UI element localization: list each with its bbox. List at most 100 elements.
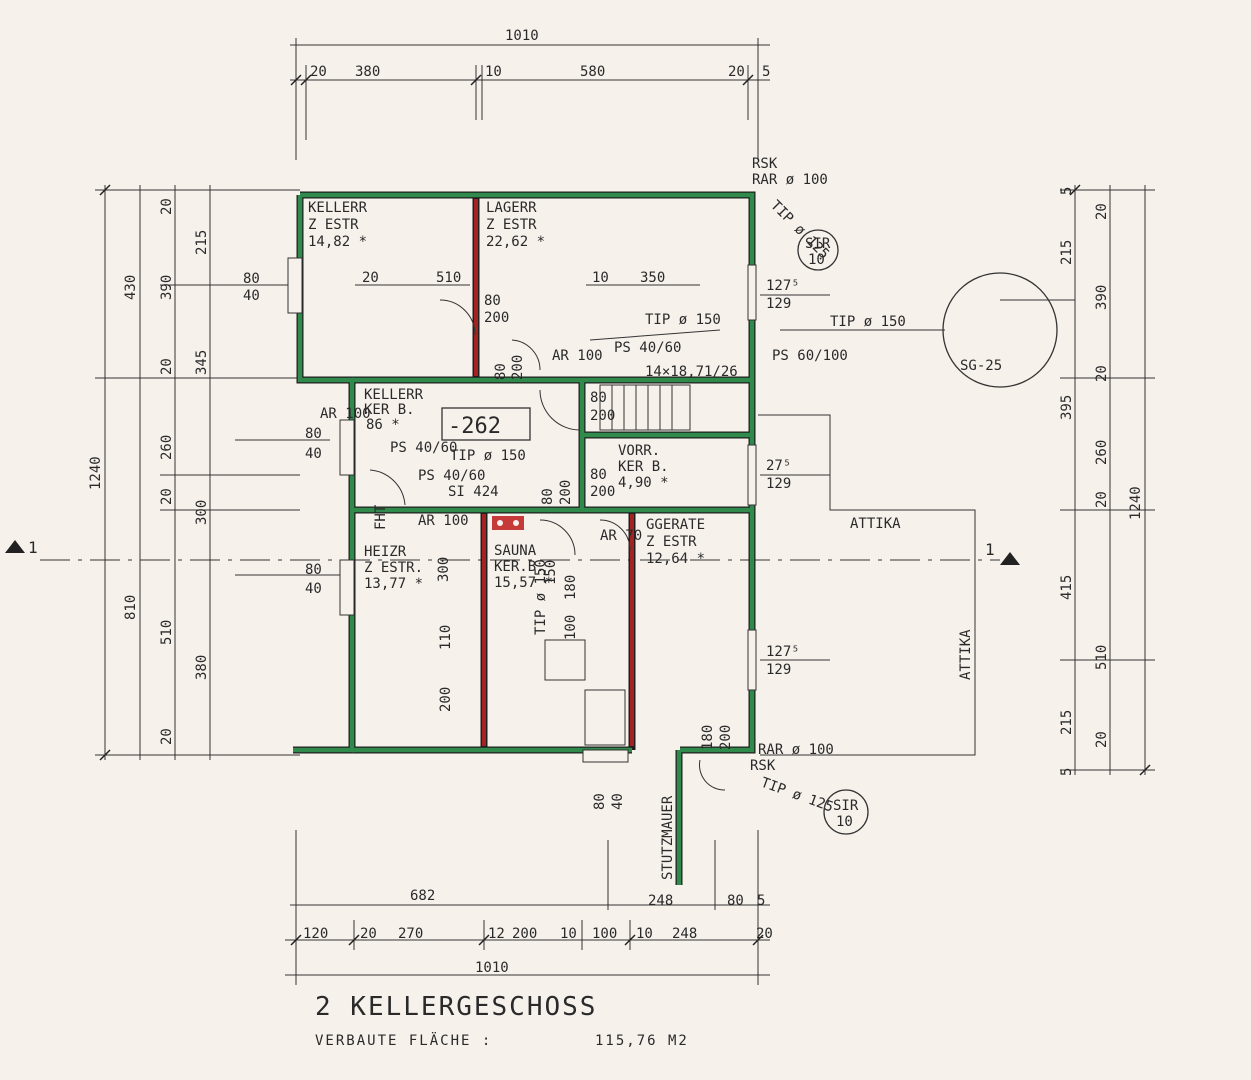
annotation: TIP ø 150	[645, 312, 721, 328]
room-finish: KER.B.	[494, 559, 545, 575]
dimension: 300	[436, 557, 452, 582]
room-name: KELLERR	[364, 387, 424, 403]
section-right-icon	[1000, 552, 1020, 565]
dimension: 80	[592, 793, 608, 810]
dimension: 20	[728, 64, 745, 80]
room-name: SAUNA	[494, 543, 537, 559]
annotation: FHT	[373, 504, 389, 530]
dimension: 380	[355, 64, 380, 80]
dimension: 129	[766, 662, 791, 678]
stairs	[544, 384, 691, 746]
dimension: 80	[540, 488, 556, 505]
dimension: 20	[159, 728, 175, 745]
section-right: 1	[985, 540, 995, 559]
dimension: 200	[438, 687, 454, 712]
dimension: 150	[543, 560, 559, 585]
sir-top-circle	[797, 229, 839, 271]
dimension: 20	[1094, 491, 1110, 508]
annotation: STUTZMAUER	[660, 795, 676, 880]
dimension: 10	[485, 64, 502, 80]
annotation: AR 70	[600, 528, 642, 544]
dimension: 350	[640, 270, 665, 286]
dimension: 100	[563, 615, 579, 640]
dimension: 40	[610, 793, 626, 810]
room-finish: KER B.	[364, 402, 415, 418]
annotation: 10	[836, 814, 853, 830]
annotation: TIP ø 150	[450, 448, 526, 464]
dimension: 80	[484, 293, 501, 309]
room-area: 15,57 *	[494, 575, 553, 591]
dimension: 20	[362, 270, 379, 286]
dimension: 127⁵	[766, 278, 800, 294]
tick-marks	[99, 74, 1151, 946]
dimension: 40	[305, 446, 322, 462]
annotation: RAR ø 100	[758, 742, 834, 758]
room-area: 86 *	[366, 417, 400, 433]
annotation: PS 40/60	[418, 468, 485, 484]
dimension: 390	[1094, 285, 1110, 310]
room-finish: Z ESTR	[646, 534, 697, 550]
annotation: ATTIKA	[958, 629, 974, 680]
annotation: TIP ø 125	[759, 775, 836, 816]
dimension: 682	[410, 888, 435, 904]
dimension: 40	[305, 581, 322, 597]
area-value: 115,76 M2	[595, 1033, 689, 1049]
plan-title: 2 KELLERGESCHOSS	[315, 992, 597, 1022]
sauna-stove	[492, 516, 524, 530]
room-name: HEIZR	[364, 544, 407, 560]
room-name: LAGERR	[486, 200, 537, 216]
dimension: 260	[159, 435, 175, 460]
dimension: 380	[194, 655, 210, 680]
dimension: 80	[590, 467, 607, 483]
dimension: 20	[159, 488, 175, 505]
room-area: 12,64 *	[646, 551, 705, 567]
dimension: 80	[305, 426, 322, 442]
room-finish: Z ESTR	[308, 217, 359, 233]
dimension: 270	[398, 926, 423, 942]
room-finish: KER B.	[618, 459, 669, 475]
dimension: 215	[1059, 240, 1075, 265]
dimension: 180	[700, 725, 716, 750]
dimension: 5	[1059, 768, 1075, 776]
dimension: 110	[438, 625, 454, 650]
dimension: 20	[1094, 365, 1110, 382]
dimension: 200	[512, 926, 537, 942]
dimension: 200	[558, 480, 574, 505]
room-name: KELLERR	[308, 200, 368, 216]
annotation: SIR	[833, 798, 859, 814]
annotation: RAR ø 100	[752, 172, 828, 188]
room-area: 22,62 *	[486, 234, 545, 250]
room-name: VORR.	[618, 443, 660, 459]
dimension: 20	[1094, 203, 1110, 220]
room-area: 4,90 *	[618, 475, 669, 491]
dimension: 127⁵	[766, 644, 800, 660]
dimension: 40	[243, 288, 260, 304]
dimension-lines	[40, 38, 1155, 985]
dimension: 100	[592, 926, 617, 942]
annotation: RSK	[752, 156, 778, 172]
dimension: 20	[159, 358, 175, 375]
dimension: 510	[159, 620, 175, 645]
dimension: 395	[1059, 395, 1075, 420]
circles	[797, 229, 1058, 835]
dimension: 1240	[1128, 486, 1144, 520]
dimension: 215	[194, 230, 210, 255]
dimension: 5	[1059, 187, 1075, 195]
dimension: 415	[1059, 575, 1075, 600]
level-tag: -262	[448, 414, 501, 439]
dimension: 215	[1059, 710, 1075, 735]
dimension: 80	[493, 363, 509, 380]
dimension: 20	[159, 198, 175, 215]
level-tag-box	[441, 407, 531, 441]
dimension: 129	[766, 476, 791, 492]
annotation: RSK	[750, 758, 776, 774]
annotation: 10	[808, 252, 825, 268]
dimension: 430	[123, 275, 139, 300]
dimension: 200	[484, 310, 509, 326]
dimension: 248	[648, 893, 673, 909]
annotation: PS 40/60	[614, 340, 681, 356]
annotation: PS 60/100	[772, 348, 848, 364]
dimension: 248	[672, 926, 697, 942]
annotation: AR 100	[418, 513, 469, 529]
